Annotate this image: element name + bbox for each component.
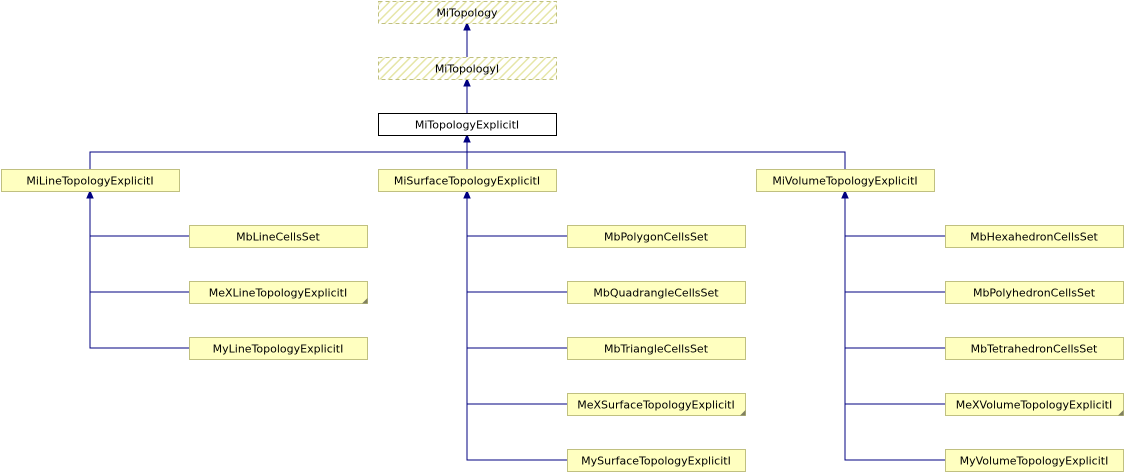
inheritance-edge [466,191,567,293]
class-node-my-line-topology-explicit-i[interactable]: MyLineTopologyExplicitI [189,337,368,360]
folded-corner-icon [1118,410,1124,416]
node-box [567,225,746,248]
node-box [1,169,180,192]
class-node-mb-hexahedron-cells-set[interactable]: MbHexahedronCellsSet [945,225,1124,248]
inheritance-edge [466,191,567,405]
node-box [567,281,746,304]
inheritance-edge [844,191,945,293]
edge-line [844,191,945,237]
class-node-mex-line-topology-explicit-i[interactable]: MeXLineTopologyExplicitI [189,281,368,304]
node-label: MbQuadrangleCellsSet [593,287,719,300]
node-label: MiTopology [436,7,498,20]
class-node-mb-tetrahedron-cells-set[interactable]: MbTetrahedronCellsSet [945,337,1124,360]
edge-line [844,191,945,349]
node-label: MbTetrahedronCellsSet [971,343,1098,356]
node-label: MbPolyhedronCellsSet [973,287,1096,300]
inheritance-edge [466,191,567,461]
inheritance-edge [844,191,945,405]
node-box [378,57,557,80]
inheritance-edge [844,191,945,237]
edge-line [89,135,468,169]
inheritance-edge [89,191,189,237]
node-label: MyLineTopologyExplicitI [213,343,344,356]
class-node-mb-polyhedron-cells-set[interactable]: MbPolyhedronCellsSet [945,281,1124,304]
edge-line [89,191,189,293]
node-label: MbHexahedronCellsSet [970,231,1098,244]
inheritance-edge [89,135,468,169]
node-box [378,169,557,192]
inheritance-edge [466,191,567,349]
edge-line [844,191,945,405]
class-node-mb-quadrangle-cells-set[interactable]: MbQuadrangleCellsSet [567,281,746,304]
node-label: MiVolumeTopologyExplicitI [772,175,917,188]
node-label: MiSurfaceTopologyExplicitI [394,175,540,188]
class-node-mi-topology-explicit-i[interactable]: MiTopologyExplicitI [378,113,557,136]
node-box [756,169,935,192]
node-box [378,113,557,136]
edge-line [844,191,945,293]
edge-line [466,191,567,461]
node-label: MyVolumeTopologyExplicitI [960,455,1109,468]
inheritance-arrowhead [463,133,471,143]
class-node-mi-volume-topology-explicit-i[interactable]: MiVolumeTopologyExplicitI [756,169,935,192]
class-node-my-volume-topology-explicit-i[interactable]: MyVolumeTopologyExplicitI [945,449,1124,472]
node-box [378,1,557,24]
node-label: MiLineTopologyExplicitI [26,175,153,188]
node-label: MeXLineTopologyExplicitI [209,287,348,300]
node-box [189,337,368,360]
class-node-my-surface-topology-explicit-i[interactable]: MySurfaceTopologyExplicitI [567,449,746,472]
node-box [567,337,746,360]
inheritance-edge [89,191,189,293]
node-label: MeXVolumeTopologyExplicitI [956,399,1113,412]
node-label: MySurfaceTopologyExplicitI [581,455,731,468]
folded-corner-icon [362,298,368,304]
inheritance-arrowhead [841,189,849,199]
node-label: MbTriangleCellsSet [604,343,709,356]
class-node-mex-volume-topology-explicit-i[interactable]: MeXVolumeTopologyExplicitI [945,393,1124,416]
edge-line [89,191,189,237]
inheritance-arrowhead [86,189,94,199]
edge-line [844,191,945,461]
class-node-mex-surface-topology-explicit-i[interactable]: MeXSurfaceTopologyExplicitI [567,393,746,416]
folded-corner-icon [740,410,746,416]
inheritance-edge [844,191,945,461]
edge-line [466,135,846,169]
edge-line [466,191,567,349]
node-box [189,281,368,304]
class-node-mb-polygon-cells-set[interactable]: MbPolygonCellsSet [567,225,746,248]
edge-line [466,191,567,237]
inheritance-edge [89,191,189,349]
inheritance-arrowhead [463,77,471,87]
node-label: MiTopologyExplicitI [415,119,519,132]
inheritance-arrowhead [463,21,471,31]
node-label: MbPolygonCellsSet [604,231,709,244]
inheritance-edge [844,191,945,349]
edge-line [466,191,567,293]
inheritance-edge [466,191,567,237]
class-node-mi-line-topology-explicit-i[interactable]: MiLineTopologyExplicitI [1,169,180,192]
edge-line [466,191,567,405]
edge-line [89,191,189,349]
node-label: MiTopologyI [435,63,499,76]
class-node-mb-line-cells-set[interactable]: MbLineCellsSet [189,225,368,248]
node-label: MeXSurfaceTopologyExplicitI [577,399,735,412]
node-label: MbLineCellsSet [236,231,320,244]
class-node-mi-surface-topology-explicit-i[interactable]: MiSurfaceTopologyExplicitI [378,169,557,192]
node-box [567,393,746,416]
class-node-mi-topology[interactable]: MiTopology [378,1,557,24]
class-node-mi-topology-i[interactable]: MiTopologyI [378,57,557,80]
class-node-mb-triangle-cells-set[interactable]: MbTriangleCellsSet [567,337,746,360]
node-box [189,225,368,248]
inheritance-edge [466,135,846,169]
inheritance-edges [86,21,945,461]
inheritance-arrowhead [463,189,471,199]
